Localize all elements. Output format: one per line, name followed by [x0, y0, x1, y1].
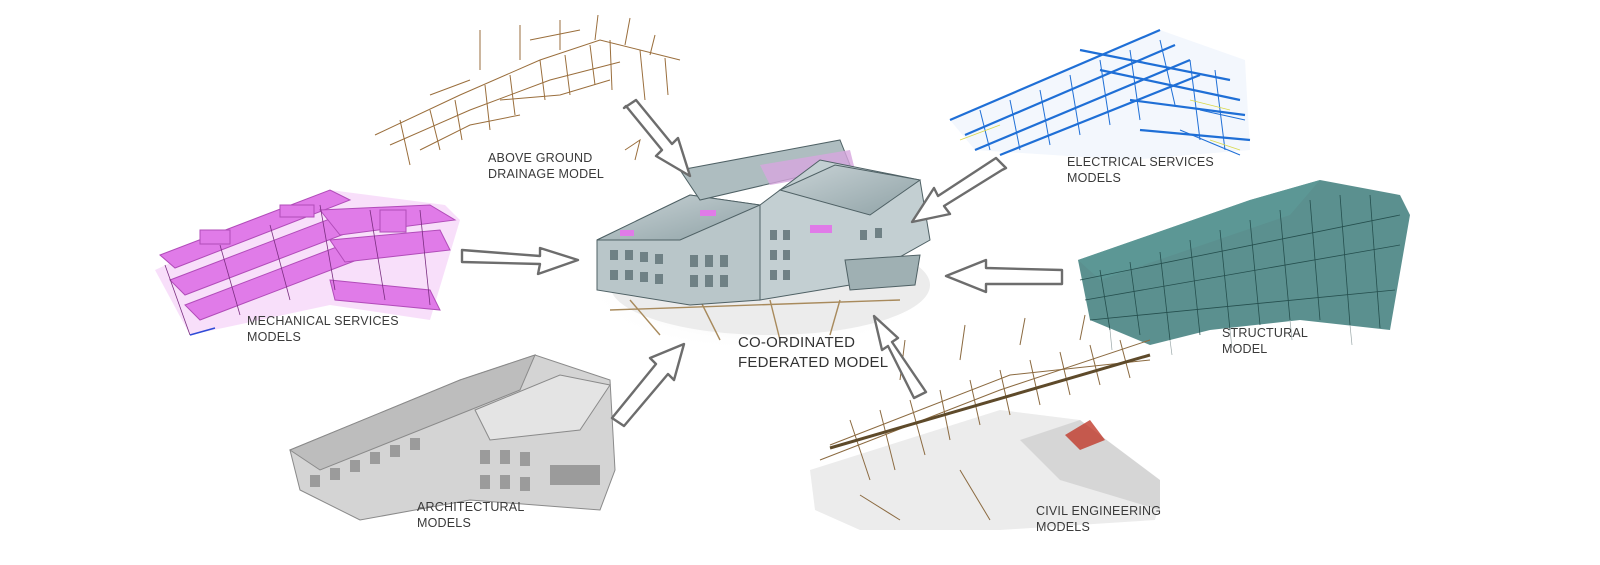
arrow-civil-to-center: [872, 314, 928, 400]
mechanical-model-graphic: [155, 189, 460, 336]
drainage-model-graphic: [374, 14, 681, 166]
label-structural-model: STRUCTURAL MODEL: [1222, 326, 1309, 356]
label-architectural-models: ARCHITECTURAL MODELS: [417, 500, 525, 530]
label-federated-model: CO-ORDINATED FEDERATED MODEL: [738, 334, 889, 371]
arrow-structural-to-center: [944, 258, 1064, 294]
arrows-group: [460, 98, 1064, 428]
label-drainage-model: ABOVE GROUND DRAINAGE MODEL: [488, 151, 605, 181]
architectural-model-graphic: [288, 354, 616, 521]
electrical-model-graphic: [949, 28, 1251, 160]
label-mechanical-services: MECHANICAL SERVICES MODELS: [247, 314, 399, 344]
civil-model-graphic: [810, 314, 1160, 530]
arrow-mechanical-to-center: [460, 246, 580, 276]
structural-model-graphic: [1078, 180, 1410, 356]
label-electrical-services: ELECTRICAL SERVICES MODELS: [1067, 155, 1214, 185]
label-civil-engineering: CIVIL ENGINEERING MODELS: [1036, 504, 1162, 534]
arrow-architectural-to-center: [610, 342, 686, 428]
federated-model-graphic: [585, 139, 935, 352]
arrow-drainage-to-center: [622, 98, 692, 178]
arrow-electrical-to-center: [910, 156, 1008, 224]
